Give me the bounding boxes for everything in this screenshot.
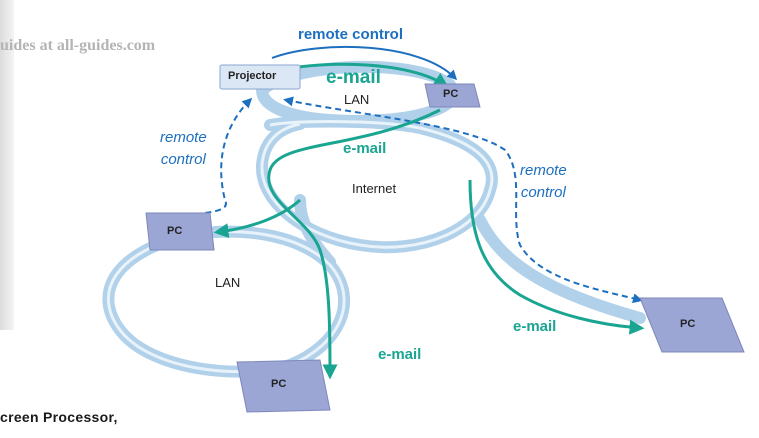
remote-control-top-arrow (271, 45, 458, 81)
email-bottom-label: e-mail (378, 346, 422, 363)
remote-control-right-label: remote control (520, 162, 567, 201)
caption-text: creen Processor, (0, 409, 118, 425)
internet-label: Internet (352, 181, 397, 196)
pc-left-box (145, 212, 215, 251)
remote-control-flows (194, 45, 643, 304)
internet-to-pc-right (474, 214, 646, 324)
pc-bottom-label: PC (271, 378, 287, 390)
pc-right-box (639, 297, 745, 353)
projector-box (219, 64, 301, 90)
pc-left-label: PC (167, 225, 183, 237)
remote-control-top-label: remote control (298, 26, 404, 43)
pc-top-label: PC (443, 88, 459, 100)
watermark-text: uides at all-guides.com (0, 37, 156, 54)
pc-right-label: PC (680, 318, 696, 330)
remote-control-right-dashed (283, 96, 643, 304)
lan-top-label: LAN (344, 92, 370, 107)
email-right-label: e-mail (513, 318, 557, 335)
projector-label: Projector (228, 70, 277, 82)
email-top-label: e-mail (326, 67, 381, 88)
email-internet-to-lan-bottom (267, 108, 441, 380)
email-to-pc-left (213, 198, 302, 239)
remote-control-left-label: remote control (160, 129, 207, 168)
pc-top-box (424, 83, 481, 108)
remote-control-left-dashed (194, 97, 253, 215)
email-to-pc-right (468, 179, 645, 335)
pc-bottom-box (236, 359, 331, 413)
page-edge-strip (0, 0, 14, 330)
devices (145, 64, 745, 413)
lan-bottom-label: LAN (215, 275, 241, 290)
email-internet-label: e-mail (343, 140, 387, 157)
